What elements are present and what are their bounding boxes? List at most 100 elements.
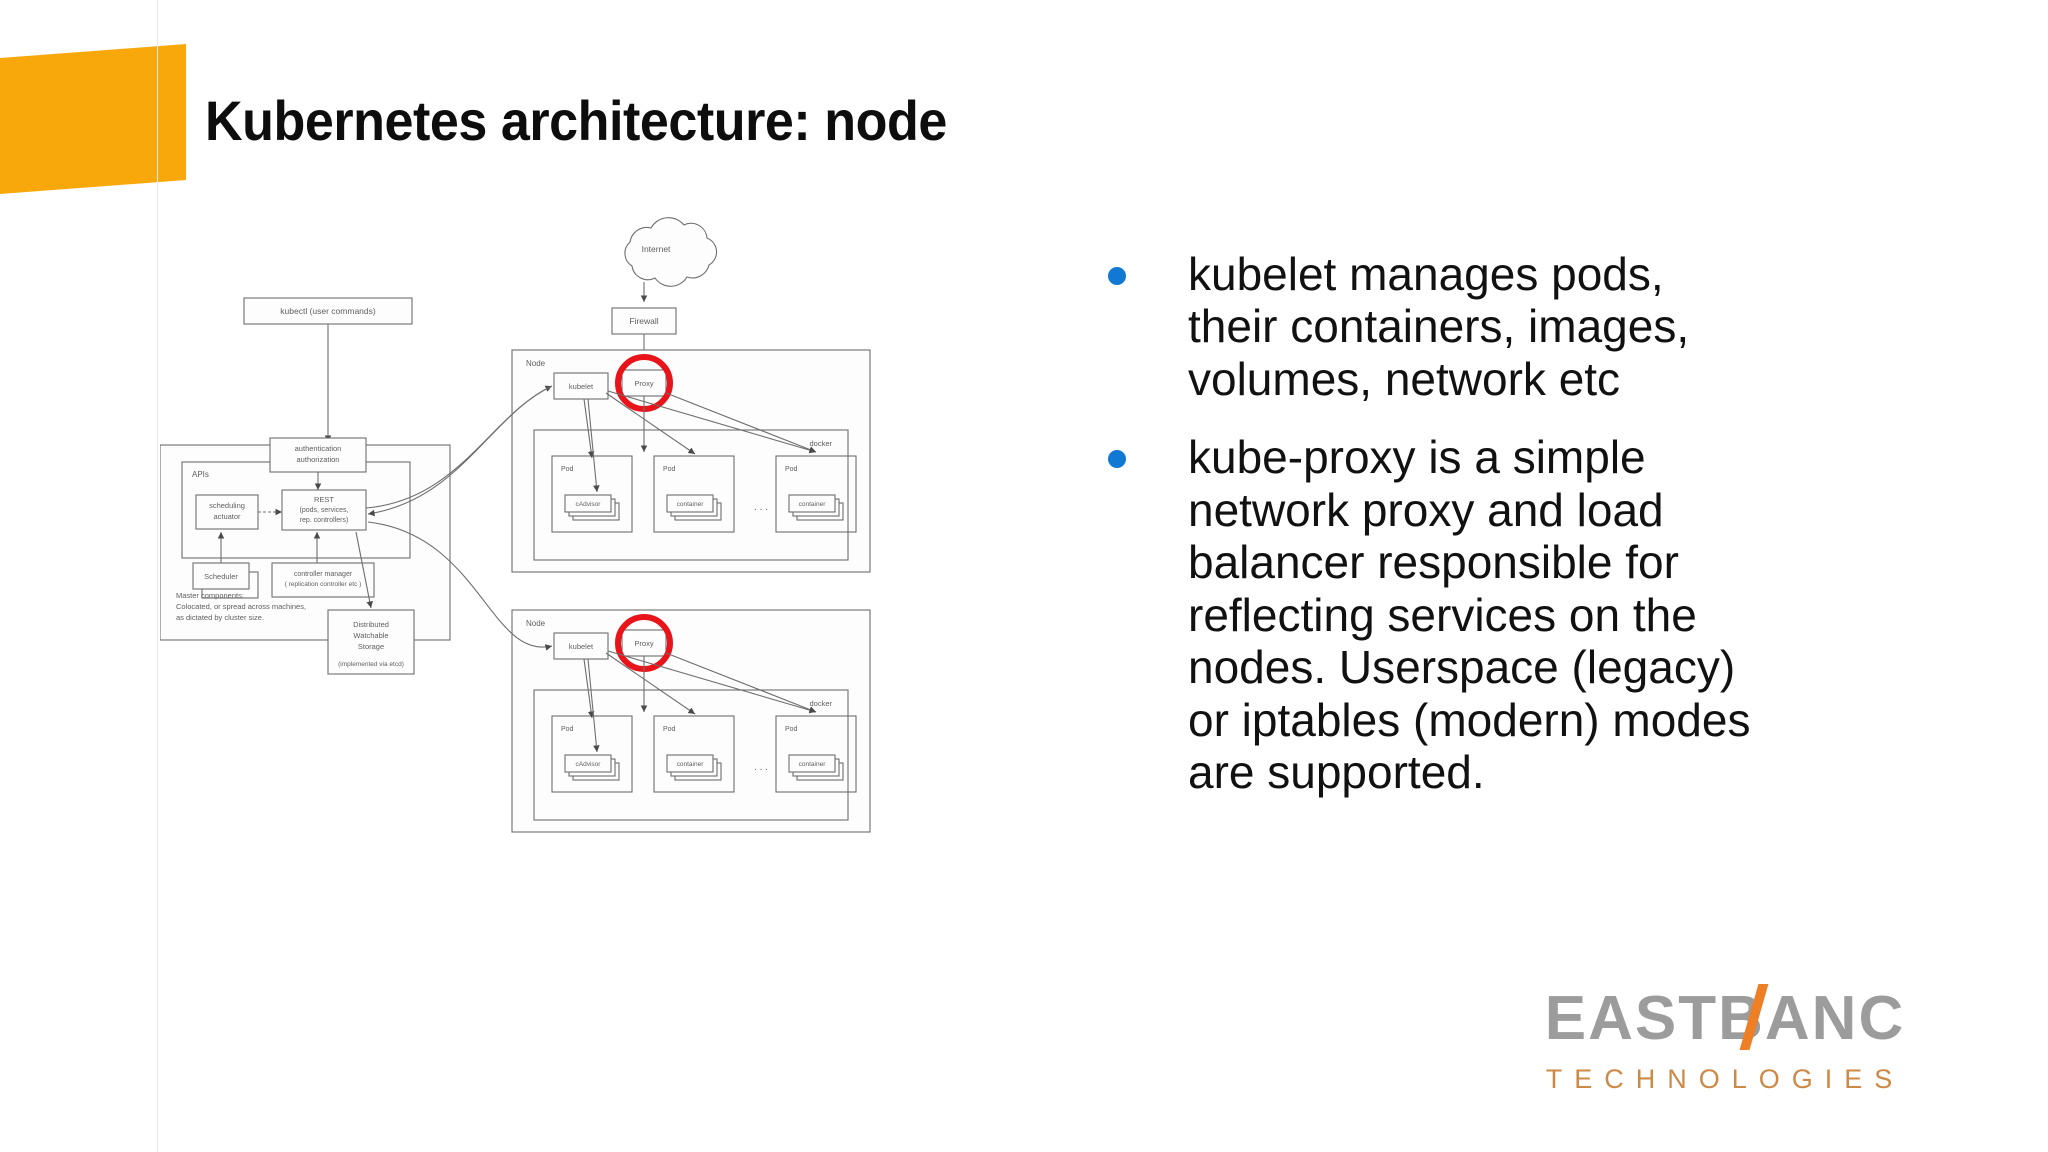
node-1-pod-2-label: Pod bbox=[663, 466, 676, 473]
node-1-label: Node bbox=[526, 359, 546, 368]
bullet-1-line-2: their containers, images, bbox=[1188, 300, 1690, 353]
node-1-docker-box bbox=[533, 429, 849, 561]
node-2-pod-1-container-label: cAdvisor bbox=[576, 761, 602, 768]
node-2-ellipsis: . . . bbox=[754, 762, 768, 773]
internet-label: Internet bbox=[642, 244, 671, 254]
node-1-ellipsis: . . . bbox=[754, 502, 768, 513]
node-2-pod-2-box bbox=[653, 715, 735, 793]
storage-line2: Watchable bbox=[353, 631, 388, 640]
edge-rest-storage bbox=[355, 531, 373, 609]
node-1-edge-kubelet-container1 bbox=[587, 398, 600, 493]
storage-line4: (implemented via etcd) bbox=[338, 661, 404, 668]
distributed-storage-box bbox=[327, 609, 415, 675]
orange-accent-shape bbox=[0, 44, 186, 194]
node-1-pod-1-label: Pod bbox=[561, 466, 574, 473]
authentication-line2: authorization bbox=[297, 455, 340, 464]
internet-cloud bbox=[624, 217, 718, 287]
authentication-box bbox=[269, 437, 367, 473]
controller-manager-box bbox=[271, 562, 375, 598]
authentication-line1: authentication bbox=[295, 444, 342, 453]
node-2-edge-proxy-pod3 bbox=[665, 652, 817, 713]
bullet-dot-icon bbox=[1108, 267, 1126, 285]
node-1-pod-2-box bbox=[653, 455, 735, 533]
node-2-pod-2-container-box bbox=[666, 754, 714, 773]
node-1: Node kubelet Proxy docker Pod cAdvis bbox=[511, 349, 871, 573]
storage-line1: Distributed bbox=[353, 620, 389, 629]
node-1-kubelet-label: kubelet bbox=[569, 382, 594, 391]
node-2-pod-2-label: Pod bbox=[663, 726, 676, 733]
scheduling-line2: actuator bbox=[213, 512, 241, 521]
bullet-item-1: kubelet manages pods, their containers, … bbox=[1100, 248, 1940, 405]
bullet-1-line-1: kubelet manages pods, bbox=[1188, 248, 1664, 300]
node-2-pod-3-label: Pod bbox=[785, 726, 798, 733]
node-2-pod-3-box bbox=[775, 715, 857, 793]
node-2-label: Node bbox=[526, 619, 546, 628]
node-2-kubelet-box bbox=[553, 632, 609, 660]
bullet-2-line-7: are supported. bbox=[1188, 745, 1485, 798]
node-1-proxy-box bbox=[621, 369, 667, 397]
node-2-pod-3-container-box bbox=[788, 754, 836, 773]
node-1-pod-2-container-label: container bbox=[677, 501, 705, 508]
node-2-docker-label: docker bbox=[809, 699, 832, 708]
kubectl-box bbox=[243, 297, 413, 325]
master-caption-line3: as dictated by cluster size. bbox=[176, 613, 264, 622]
node-1-proxy-label: Proxy bbox=[634, 379, 653, 388]
bullet-list: kubelet manages pods, their containers, … bbox=[1100, 248, 1940, 824]
rest-box bbox=[281, 489, 367, 531]
node-1-pod-1-container-box bbox=[564, 494, 612, 513]
node-1-pod-1-container-label: cAdvisor bbox=[576, 501, 602, 508]
master-caption-line1: Master components: bbox=[176, 591, 244, 600]
node-1-edge-kubelet-pod2 bbox=[605, 392, 696, 455]
node-1-edge-kubelet-pod1 bbox=[583, 398, 595, 459]
node-2-edge-kubelet-container1 bbox=[587, 658, 600, 753]
node-1-pod-3-container-label: container bbox=[799, 501, 827, 508]
logo-wordmark: EASTBANC bbox=[1545, 984, 1905, 1050]
node-2-kubelet-label: kubelet bbox=[569, 642, 594, 651]
controller-manager-line2: ( replication controller etc ) bbox=[285, 581, 362, 588]
node-2-proxy-box bbox=[621, 629, 667, 657]
apis-label: APIs bbox=[192, 470, 209, 479]
bullet-2-line-3: balancer responsible for bbox=[1188, 536, 1679, 589]
bullet-2-line-6: or iptables (modern) modes bbox=[1188, 693, 1751, 746]
node-2-pod-1-container-box bbox=[564, 754, 612, 773]
kubernetes-architecture-diagram: Internet Firewall kubectl (user commands… bbox=[160, 190, 1060, 970]
vertical-divider bbox=[157, 0, 158, 1152]
firewall-label: Firewall bbox=[629, 316, 658, 326]
node-1-edge-proxy-pod3 bbox=[665, 392, 817, 453]
scheduling-actuator-box bbox=[195, 494, 259, 530]
node-2-pod-2-container-label: container bbox=[677, 761, 705, 768]
bullet-2-line-5: nodes. Userspace (legacy) bbox=[1188, 641, 1736, 694]
logo-wordmark-text: EASTBANC bbox=[1544, 984, 1906, 1053]
rest-line1: REST bbox=[314, 495, 334, 504]
node-2-edge-kubelet-pod2 bbox=[605, 652, 696, 715]
storage-line3: Storage bbox=[358, 642, 384, 651]
node-2-docker-box bbox=[533, 689, 849, 821]
scheduler-label: Scheduler bbox=[204, 572, 238, 581]
node-1-pod-3-box bbox=[775, 455, 857, 533]
scheduler-front-box bbox=[192, 562, 250, 590]
node-2-edge-kubelet-pod1 bbox=[583, 658, 595, 719]
master-caption-line2: Colocated, or spread across machines, bbox=[176, 602, 306, 611]
bullet-2-line-2: network proxy and load bbox=[1188, 483, 1664, 536]
node-1-edge-kubelet-pod3 bbox=[607, 390, 817, 454]
eastbanc-logo: EASTBANC TECHNOLOGIES bbox=[1490, 984, 1960, 1095]
scheduling-line1: scheduling bbox=[209, 501, 245, 510]
node-2-proxy-label: Proxy bbox=[634, 639, 653, 648]
node-1-kubelet-box bbox=[553, 372, 609, 400]
node-2-pod-1-label: Pod bbox=[561, 726, 574, 733]
rest-line3: rep. controllers) bbox=[300, 517, 349, 524]
controller-manager-line1: controller manager bbox=[294, 571, 353, 578]
bullet-2-line-4: reflecting services on the bbox=[1188, 588, 1697, 641]
bullet-1-line-3: volumes, network etc bbox=[1188, 352, 1621, 405]
node-1-pod-3-label: Pod bbox=[785, 466, 798, 473]
rest-line2: (pods, services, bbox=[299, 507, 348, 514]
node-2: Node kubelet Proxy docker Pod cAdvisor bbox=[511, 609, 871, 833]
bullet-2-line-1: kube-proxy is a simple bbox=[1188, 431, 1646, 484]
logo-tagline: TECHNOLOGIES bbox=[1545, 1064, 1905, 1094]
edge-master-node2 bbox=[367, 521, 553, 651]
node-1-pod-3-container-box bbox=[788, 494, 836, 513]
master-components-box bbox=[160, 444, 451, 641]
bullet-dot-icon bbox=[1108, 450, 1126, 469]
node-1-docker-label: docker bbox=[809, 439, 832, 448]
